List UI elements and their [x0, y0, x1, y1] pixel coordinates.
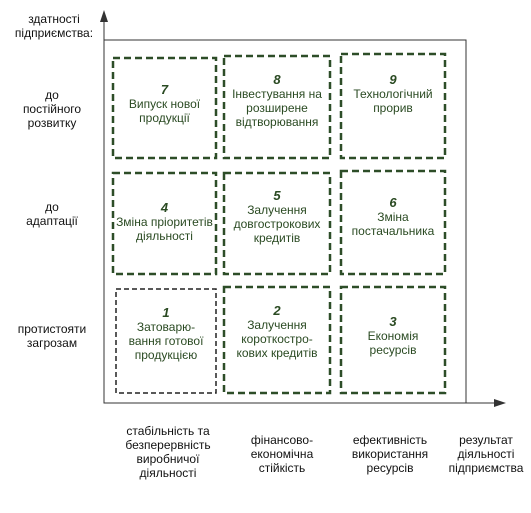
- cell-label: Затоварю- вання готової продукцією: [128, 320, 204, 362]
- x-label-financial: фінансово- економічна стійкість: [250, 433, 314, 475]
- x-label-stability: стабільність та безперервність виробничо…: [125, 424, 211, 480]
- y-axis-title: здатності підприємства:: [14, 12, 94, 40]
- cell-label: Випуск нової продукції: [128, 97, 201, 125]
- cell-8: 8 Інвестування на розширене відтворюванн…: [224, 72, 330, 129]
- y-level-development: до постійного розвитку: [22, 88, 82, 130]
- cell-label: Зміна пріоритетів діяльності: [116, 215, 213, 243]
- cell-box-7: [111, 56, 218, 160]
- x-axis-arrow: [494, 399, 506, 407]
- cell-box-3: [339, 285, 447, 395]
- cell-label: Інвестування на розширене відтворювання: [232, 87, 322, 129]
- cell-box-1: [115, 288, 217, 394]
- cell-box-9: [339, 52, 447, 160]
- cell-number: 2: [273, 303, 281, 318]
- cell-number: 6: [389, 195, 397, 210]
- cell-label: Залучення короткостро- кових кредитів: [236, 318, 318, 360]
- cell-3: 3 Економія ресурсів: [341, 314, 445, 357]
- cell-label: Економія ресурсів: [367, 329, 419, 357]
- cell-7: 7 Випуск нової продукції: [113, 82, 216, 125]
- cell-5: 5 Залучення довгострокових кредитів: [224, 188, 330, 245]
- y-axis-arrow: [100, 10, 108, 22]
- cell-box-8: [222, 54, 332, 160]
- cell-number: 4: [160, 200, 169, 215]
- cell-9: 9 Технологічний прорив: [341, 72, 445, 115]
- y-level-threats: протистояти загрозам: [17, 322, 87, 350]
- cell-number: 1: [162, 305, 170, 320]
- cell-box-6: [339, 169, 447, 276]
- cell-number: 5: [273, 188, 281, 203]
- cell-label: Зміна постачальника: [351, 210, 435, 238]
- cell-6: 6 Зміна постачальника: [341, 195, 445, 238]
- cell-label: Залучення довгострокових кредитів: [233, 203, 321, 245]
- y-level-adaptation: до адаптації: [26, 200, 78, 228]
- cell-2: 2 Залучення короткостро- кових кредитів: [224, 303, 330, 360]
- cell-4: 4 Зміна пріоритетів діяльності: [113, 200, 216, 243]
- cell-number: 7: [160, 82, 169, 97]
- cell-box-4: [111, 171, 218, 276]
- cell-number: 9: [389, 72, 397, 87]
- x-label-result: результат діяльності підприємства: [448, 433, 524, 475]
- cell-1: 1 Затоварю- вання готової продукцією: [116, 305, 216, 362]
- cell-number: 8: [273, 72, 281, 87]
- cell-number: 3: [389, 314, 397, 329]
- cell-box-5: [222, 171, 332, 276]
- cell-label: Технологічний прорив: [353, 87, 433, 115]
- cell-box-2: [222, 285, 332, 395]
- x-label-efficiency: ефективність використання ресурсів: [351, 433, 429, 475]
